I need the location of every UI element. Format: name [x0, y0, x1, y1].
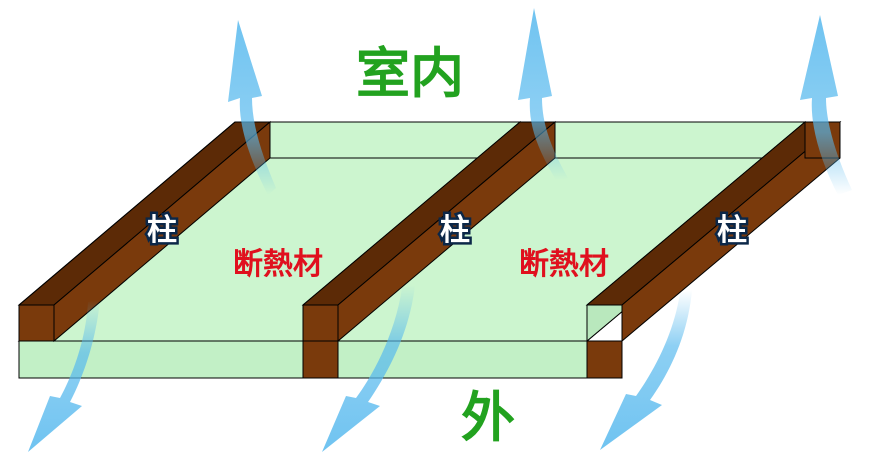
airflow-arrow-down-1 [28, 300, 100, 452]
insulation-label-right: 断熱材 [519, 247, 609, 282]
column-label-left: 柱 [147, 213, 177, 248]
airflow-arrow-up-2 [518, 8, 568, 180]
insulation-label-left: 断熱材 [233, 247, 323, 282]
column-left [17, 120, 272, 343]
indoor-label: 室内 [356, 42, 464, 105]
airflow-arrow-up-1 [228, 20, 276, 195]
column-middle [301, 120, 557, 379]
airflow-arrow-down-2 [322, 285, 415, 452]
column-label-middle: 柱 [440, 213, 470, 248]
airflow-arrow-down-3 [600, 290, 692, 450]
column-label-right: 柱 [717, 213, 747, 248]
outdoor-label: 外 [461, 386, 515, 449]
airflow-arrow-up-3 [800, 15, 852, 195]
